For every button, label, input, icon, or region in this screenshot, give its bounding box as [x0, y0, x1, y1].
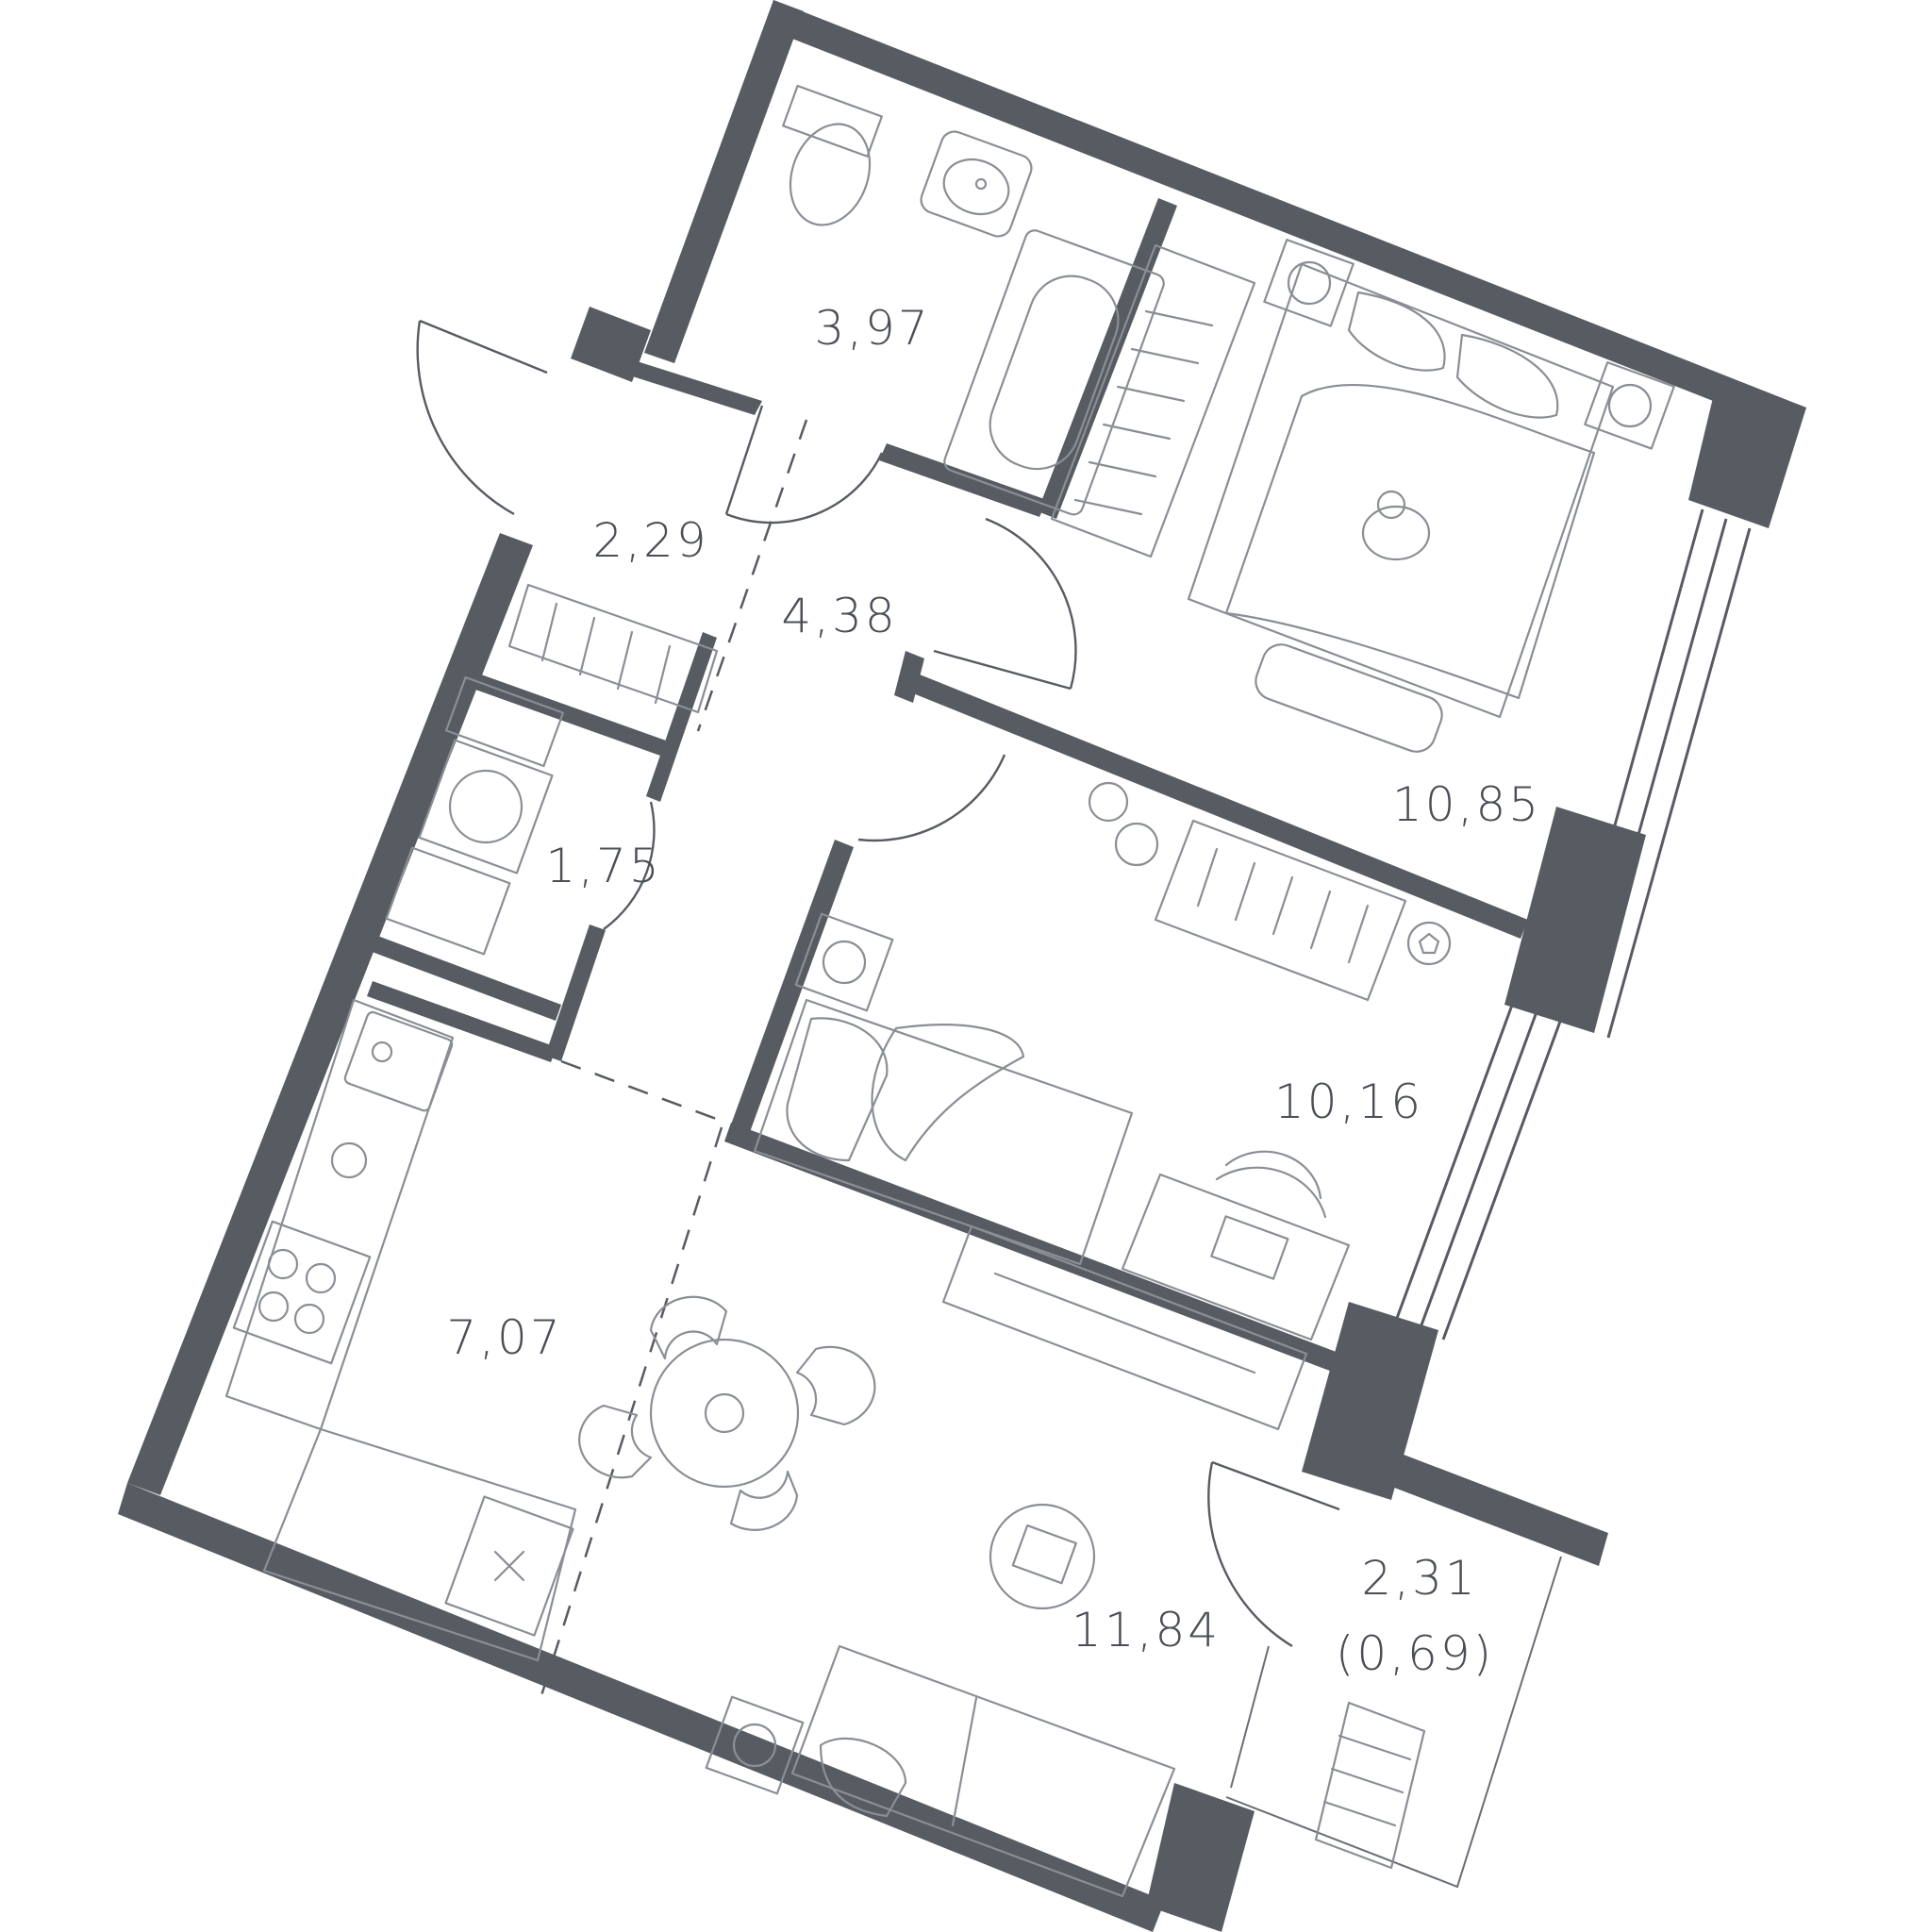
toy-icon [1088, 781, 1159, 867]
bathroom-door [725, 452, 884, 525]
living-room-area-label: 11,84 [1072, 1603, 1221, 1657]
bedroom-door [985, 517, 1077, 690]
storage-door [603, 801, 656, 930]
bathtub-icon [943, 229, 1165, 516]
windows [1225, 508, 1752, 1889]
doors [416, 319, 1340, 1708]
kids-room-area-label: 10,16 [1274, 1074, 1423, 1129]
entrance-area-label: 2,29 [592, 513, 708, 568]
laptop-icon [1210, 1215, 1289, 1280]
wardrobe-icon [1050, 243, 1256, 558]
sofa-icon [790, 1644, 1176, 1898]
plant-icon [705, 1695, 805, 1795]
entrance-door [416, 320, 515, 516]
bed-icon [1187, 262, 1615, 719]
kids-bed-icon [753, 998, 1134, 1266]
area-labels: 3,97 2,29 4,38 10,85 1,75 10,16 7,07 11,… [446, 301, 1541, 1681]
soccer-ball-icon [1406, 921, 1452, 966]
outer-walls [118, 0, 1806, 1932]
fridge-icon [444, 1495, 574, 1637]
washing-machine-icon [418, 739, 554, 874]
coffee-table-icon [989, 1503, 1096, 1610]
lamp-table-right [1584, 361, 1675, 450]
kitchen-area-label: 7,07 [446, 1310, 562, 1365]
sink-icon [920, 130, 1033, 238]
lounge-chair-icon [1314, 1701, 1426, 1870]
dining-chair-icon [578, 1295, 876, 1531]
cat-icon [1361, 490, 1431, 561]
stove-icon [232, 1220, 372, 1365]
rug-icon [1255, 643, 1443, 753]
tv-stand-icon [941, 1224, 1308, 1431]
furniture [224, 84, 1675, 1898]
storage-area-label: 1,75 [545, 839, 661, 893]
balcony-door [1207, 1461, 1293, 1648]
bathroom-area-label: 3,97 [814, 301, 930, 356]
hallway-area-label: 4,38 [781, 589, 897, 643]
kids-wardrobe-icon [1154, 819, 1407, 1002]
balcony-area-label: 2,31 [1361, 1551, 1477, 1606]
interior-walls [367, 198, 1528, 1377]
hall-wardrobe-icon [507, 583, 719, 714]
balcony-reduced-area-label: (0,69) [1336, 1626, 1494, 1681]
kids-door [857, 754, 1006, 842]
bedroom-area-label: 10,85 [1392, 777, 1541, 832]
dining-table-icon [649, 1338, 800, 1489]
floor-lamp-icon [794, 912, 894, 1012]
lamp-table-left [1263, 239, 1355, 327]
toilet-icon [782, 84, 883, 226]
desk-icon [1121, 1173, 1351, 1341]
faucet-icon [330, 1141, 368, 1179]
chair-icon [1215, 1150, 1327, 1219]
sink-icon [343, 1010, 454, 1112]
